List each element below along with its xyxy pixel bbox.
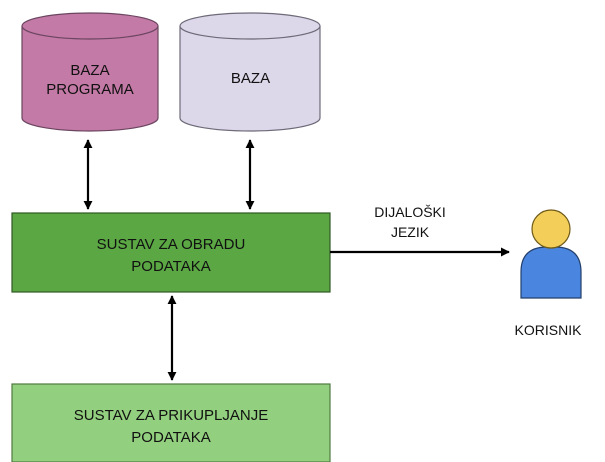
database-programs-label: BAZA PROGRAMA xyxy=(20,62,160,100)
processing-system-label: SUSTAV ZA OBRADU PODATAKA xyxy=(12,234,330,278)
collection-system-label-line1: SUSTAV ZA PRIKUPLJANJE xyxy=(73,407,269,424)
database-base xyxy=(179,12,321,132)
collection-system-box xyxy=(11,383,331,462)
database-programs-top xyxy=(21,12,159,40)
user-icon xyxy=(520,209,582,299)
dialog-language-label-line1: DIJALOŠKI xyxy=(374,204,446,220)
dialog-language-label-line2: JEZIK xyxy=(390,223,430,240)
user-head xyxy=(531,209,571,249)
database-programs xyxy=(21,12,159,132)
user-label: KORISNIK xyxy=(495,322,601,340)
user-body xyxy=(520,246,582,299)
user-label-text: KORISNIK xyxy=(514,322,582,338)
processing-system-label-line2: PODATAKA xyxy=(131,257,211,275)
database-programs-label-line1: BAZA xyxy=(70,62,110,79)
processing-system-label-line1: SUSTAV ZA OBRADU xyxy=(96,236,246,253)
dialog-language-label: DIJALOŠKI JEZIK xyxy=(355,203,465,242)
database-programs-label-line2: PROGRAMA xyxy=(46,80,134,98)
database-base-top xyxy=(179,12,321,40)
database-base-body xyxy=(179,26,321,132)
collection-system-label-line2: PODATAKA xyxy=(131,428,211,446)
collection-system-label: SUSTAV ZA PRIKUPLJANJE PODATAKA xyxy=(12,405,330,449)
database-base-label-text: BAZA xyxy=(230,70,271,87)
database-programs-body xyxy=(21,26,159,132)
processing-system-box xyxy=(11,212,331,293)
database-base-label: BAZA xyxy=(178,70,323,89)
